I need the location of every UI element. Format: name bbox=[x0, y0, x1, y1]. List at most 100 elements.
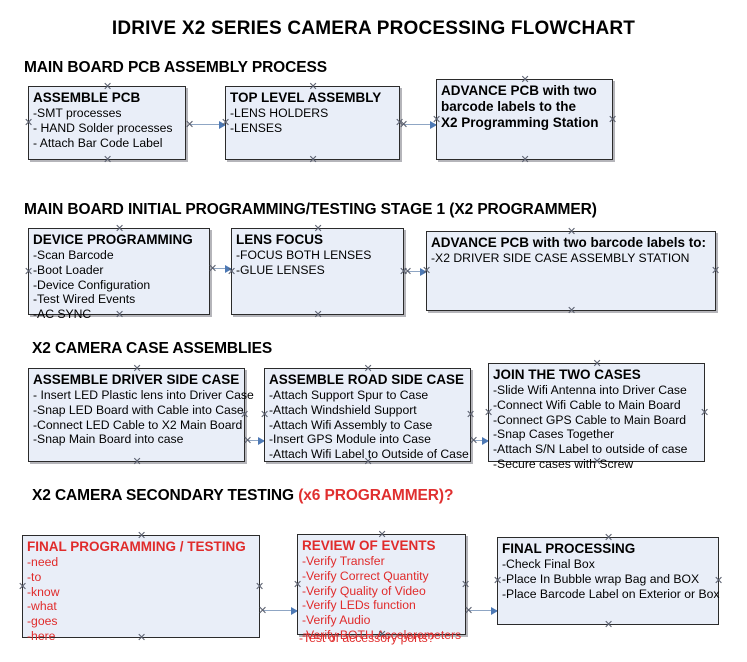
connection-handle-source[interactable]: ✕ bbox=[185, 118, 195, 131]
connector-review-of-events-to-final-processing: ✕ bbox=[464, 605, 498, 616]
node-top-level-assembly[interactable]: TOP LEVEL ASSEMBLY -LENS HOLDERS -LENSES… bbox=[221, 81, 404, 165]
node-line: -Secure cases with Screw bbox=[493, 456, 634, 471]
node-line: -GLUE LENSES bbox=[236, 262, 325, 277]
node-title: ASSEMBLE PCB bbox=[33, 90, 141, 105]
node-line: -Verify Audio bbox=[302, 613, 371, 628]
connection-handle-bottom[interactable]: ✕ bbox=[103, 153, 113, 166]
node-line: X2 Programming Station bbox=[441, 115, 599, 131]
node-line: -Connect LED Cable to X2 Main Board bbox=[33, 417, 243, 432]
connection-handle-right[interactable]: ✕ bbox=[461, 577, 471, 591]
node-lens-focus[interactable]: LENS FOCUS -FOCUS BOTH LENSES -GLUE LENS… bbox=[227, 223, 408, 320]
node-final-programming-testing[interactable]: FINAL PROGRAMMING / TESTING -need -to -k… bbox=[18, 530, 264, 643]
node-line: -Place Barcode Label on Exterior or Box bbox=[502, 586, 720, 601]
node-join-the-two-cases[interactable]: JOIN THE TWO CASES -Slide Wifi Antenna i… bbox=[484, 358, 709, 471]
node-line: -Verify Correct Quantity bbox=[302, 568, 429, 583]
connection-handle-source[interactable]: ✕ bbox=[403, 265, 413, 278]
connection-handle-source[interactable]: ✕ bbox=[464, 604, 474, 617]
connection-handle-source[interactable]: ✕ bbox=[399, 118, 409, 131]
connection-handle-left[interactable]: ✕ bbox=[293, 577, 303, 591]
section-heading-text: X2 CAMERA CASE ASSEMBLIES bbox=[32, 340, 273, 357]
node-device-programming[interactable]: DEVICE PROGRAMMING -Scan Barcode -Boot L… bbox=[24, 223, 210, 321]
node-line: -Attach S/N Label to outside of case bbox=[493, 442, 688, 457]
arrowhead-icon bbox=[491, 606, 498, 615]
node-line: - Insert LED Plastic lens into Driver Ca… bbox=[33, 388, 254, 403]
connection-handle-right[interactable]: ✕ bbox=[714, 574, 724, 587]
node-title: TOP LEVEL ASSEMBLY bbox=[230, 90, 382, 105]
connector-final-programming-to-review-of-events: ✕ bbox=[258, 605, 298, 616]
node-line: -Attach Wifi Assembly to Case bbox=[269, 417, 433, 432]
connection-handle-source[interactable]: ✕ bbox=[208, 262, 218, 275]
connection-handle-left[interactable]: ✕ bbox=[18, 579, 28, 593]
connection-handle-bottom[interactable]: ✕ bbox=[132, 455, 142, 468]
node-line: -Verify Transfer bbox=[302, 554, 385, 569]
connection-handle-right[interactable]: ✕ bbox=[466, 408, 476, 421]
connection-handle-right[interactable]: ✕ bbox=[711, 264, 721, 277]
node-title: REVIEW OF EVENTS bbox=[302, 538, 436, 553]
node-line: -Verify LEDs function bbox=[302, 598, 416, 613]
section-heading-x2-camera-case-assemblies: X2 CAMERA CASE ASSEMBLIES bbox=[32, 340, 272, 358]
section-heading-main-board-initial-programming: MAIN BOARD INITIAL PROGRAMMING/TESTING S… bbox=[24, 201, 597, 219]
connection-handle-source[interactable]: ✕ bbox=[258, 604, 268, 617]
connector-top-level-assembly-to-advance-pcb: ✕ bbox=[399, 119, 437, 130]
connection-handle-source[interactable]: ✕ bbox=[243, 434, 253, 447]
node-line: -FOCUS BOTH LENSES bbox=[236, 248, 372, 263]
connection-handle-bottom[interactable]: ✕ bbox=[520, 153, 530, 166]
connector-device-programming-to-lens-focus: ✕ bbox=[208, 263, 232, 274]
connection-handle-bottom[interactable]: ✕ bbox=[308, 153, 318, 166]
connector-driver-side-to-road-side: ✕ bbox=[243, 435, 265, 446]
node-line: -LENS HOLDERS bbox=[230, 106, 329, 121]
connection-handle-right[interactable]: ✕ bbox=[700, 405, 710, 419]
connection-handle-left[interactable]: ✕ bbox=[484, 405, 494, 419]
node-advance-pcb-driver-side-case[interactable]: ADVANCE PCB with two barcode labels to: … bbox=[422, 226, 720, 316]
node-line: -Snap Cases Together bbox=[493, 427, 615, 442]
connection-handle-source[interactable]: ✕ bbox=[469, 434, 479, 447]
node-line: -Connect GPS Cable to Main Board bbox=[493, 412, 687, 427]
connection-handle-bottom[interactable]: ✕ bbox=[604, 618, 614, 631]
node-line: -here bbox=[27, 628, 56, 643]
connector-lens-focus-to-advance-pcb-driver-side: ✕ bbox=[403, 266, 427, 277]
connection-handle-bottom[interactable]: ✕ bbox=[313, 308, 323, 321]
node-assemble-driver-side-case[interactable]: ASSEMBLE DRIVER SIDE CASE - Insert LED P… bbox=[28, 363, 254, 467]
connection-handle-bottom[interactable]: ✕ bbox=[567, 304, 577, 317]
connection-handle-left[interactable]: ✕ bbox=[24, 264, 34, 278]
connection-handle-left[interactable]: ✕ bbox=[493, 574, 503, 587]
connection-handle-left[interactable]: ✕ bbox=[260, 408, 270, 421]
node-assemble-road-side-case[interactable]: ASSEMBLE ROAD SIDE CASE -Attach Support … bbox=[260, 363, 475, 467]
node-title: DEVICE PROGRAMMING bbox=[33, 232, 193, 247]
node-title: LENS FOCUS bbox=[236, 232, 324, 247]
node-line: -AC SYNC bbox=[33, 307, 92, 322]
node-line: -Attach Windshield Support bbox=[269, 402, 417, 417]
node-line: -Attach Support Spur to Case bbox=[269, 388, 429, 403]
node-line: -SMT processes bbox=[33, 106, 122, 121]
node-line: -Snap Main Board into case bbox=[33, 432, 184, 447]
node-line: barcode labels to the bbox=[441, 99, 577, 115]
node-line: -Insert GPS Module into Case bbox=[269, 432, 431, 447]
node-advance-pcb-x2-programming-station[interactable]: ADVANCE PCB with two barcode labels to t… bbox=[432, 74, 617, 165]
arrowhead-icon bbox=[291, 606, 298, 615]
node-line: -Slide Wifi Antenna into Driver Case bbox=[493, 383, 687, 398]
node-review-of-events[interactable]: REVIEW OF EVENTS -Verify Transfer -Verif… bbox=[293, 529, 470, 642]
node-line: -to bbox=[27, 569, 42, 584]
arrowhead-icon bbox=[225, 264, 232, 273]
connection-handle-right[interactable]: ✕ bbox=[608, 112, 618, 126]
node-line: -know bbox=[27, 584, 60, 599]
node-title: ASSEMBLE DRIVER SIDE CASE bbox=[33, 372, 240, 387]
node-line: -Test Wired Events bbox=[33, 292, 136, 307]
section-heading-text: MAIN BOARD PCB ASSEMBLY PROCESS bbox=[24, 59, 327, 76]
section-heading-text: X2 CAMERA SECONDARY TESTING bbox=[32, 487, 299, 504]
node-line: -Boot Loader bbox=[33, 262, 104, 277]
node-line: -Device Configuration bbox=[33, 277, 151, 292]
arrowhead-icon bbox=[420, 267, 427, 276]
node-title: FINAL PROCESSING bbox=[502, 541, 636, 556]
node-line: -Connect Wifi Cable to Main Board bbox=[493, 397, 681, 412]
arrowhead-icon bbox=[482, 436, 489, 445]
node-assemble-pcb[interactable]: ASSEMBLE PCB -SMT processes - HAND Solde… bbox=[24, 81, 186, 165]
connector-assemble-pcb-to-top-level-assembly: ✕ bbox=[185, 119, 226, 130]
node-line: -Place In Bubble wrap Bag and BOX bbox=[502, 571, 700, 586]
node-line: -Scan Barcode bbox=[33, 248, 114, 263]
node-line: -LENSES bbox=[230, 120, 283, 135]
connection-handle-left[interactable]: ✕ bbox=[24, 116, 34, 129]
connection-handle-right[interactable]: ✕ bbox=[255, 579, 265, 593]
arrowhead-icon bbox=[258, 436, 265, 445]
node-final-processing[interactable]: FINAL PROCESSING -Check Final Box -Place… bbox=[493, 532, 723, 630]
